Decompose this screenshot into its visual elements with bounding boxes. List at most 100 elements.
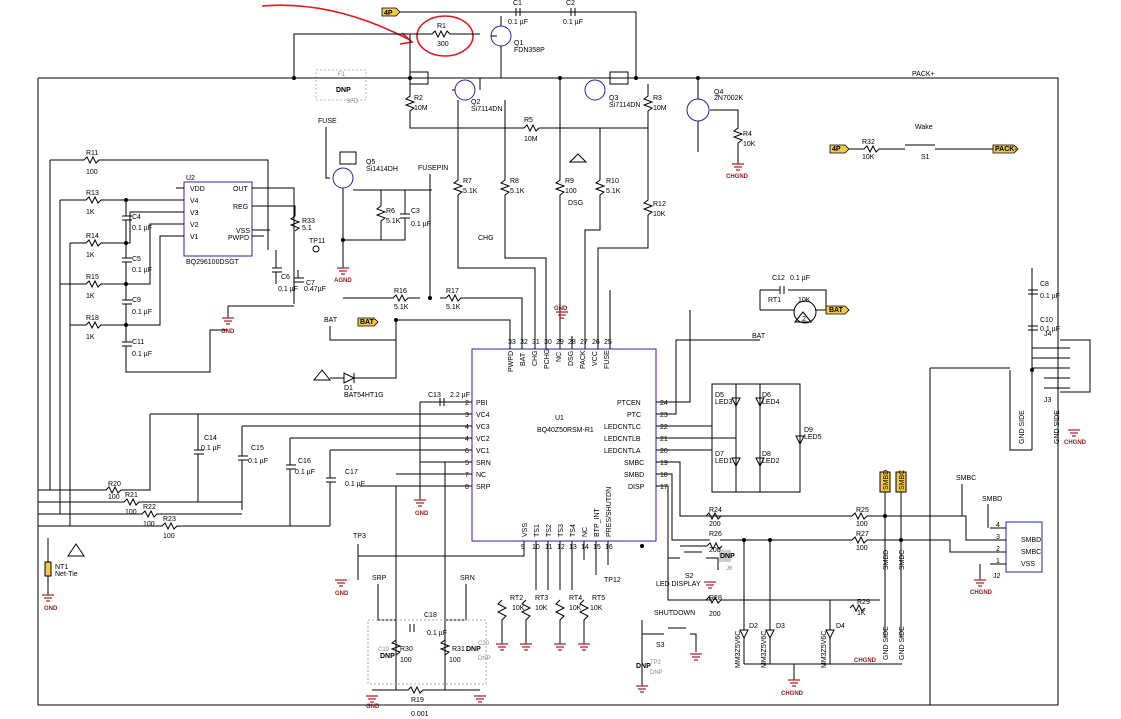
svg-text:FUSE: FUSE (604, 350, 611, 369)
svg-text:D9: D9 (804, 427, 813, 434)
capacitor-c16: C16 0.1 µF (286, 438, 315, 526)
svg-text:0.47µF: 0.47µF (304, 286, 326, 293)
svg-text:R16: R16 (394, 288, 407, 295)
svg-text:1K: 1K (86, 209, 95, 216)
svg-text:100: 100 (163, 533, 175, 540)
svg-text:LEDCNTLC: LEDCNTLC (604, 424, 641, 431)
led-matrix: D5 LED3 D6 LED4 D7 LED1 D8 LED2 D9 LED5 (711, 383, 822, 493)
svg-text:D3: D3 (776, 623, 785, 630)
resistor-r30: R30 100 DNP (380, 639, 413, 664)
svg-text:R14: R14 (86, 233, 99, 240)
svg-text:0.1 µF: 0.1 µF (248, 458, 268, 465)
svg-text:BAT54HT1G: BAT54HT1G (344, 392, 384, 399)
tvs-d4: D4 MM3Z5V6C (821, 600, 845, 668)
svg-text:CHGND: CHGND (1064, 440, 1087, 446)
capacitor-c6: C6 0.1 µF (272, 250, 298, 293)
svg-text:10K: 10K (743, 141, 756, 148)
svg-text:6: 6 (465, 448, 469, 455)
svg-text:BAT: BAT (324, 317, 338, 324)
svg-text:1K: 1K (86, 293, 95, 300)
svg-text:C5: C5 (132, 256, 141, 263)
resistor-r4: R4 10K (710, 109, 756, 164)
u1-right-pins: PTCEN PTC LEDCNTLC LEDCNTLB LEDCNTLA SMB… (604, 310, 800, 601)
svg-text:0.1 µF: 0.1 µF (295, 469, 315, 476)
svg-text:0.1 µF: 0.1 µF (132, 267, 152, 274)
svg-text:R20: R20 (108, 481, 121, 488)
svg-text:VDD: VDD (190, 186, 205, 193)
svg-text:MM3Z5V6C: MM3Z5V6C (821, 631, 828, 668)
srp-srn-network: SRP SRN C18 0.1 µF (367, 462, 487, 690)
svg-text:GND SIDE: GND SIDE (899, 626, 906, 660)
resistor-r15: R15 1K (60, 223, 176, 300)
svg-text:D5: D5 (715, 392, 724, 399)
svg-text:DNP: DNP (466, 646, 481, 653)
svg-text:VCC: VCC (592, 351, 599, 366)
svg-text:CHG: CHG (532, 350, 539, 366)
svg-text:5.1K: 5.1K (446, 304, 461, 311)
svg-text:GND SIDE: GND SIDE (1054, 410, 1061, 444)
svg-text:27: 27 (580, 339, 588, 346)
svg-text:18: 18 (660, 472, 668, 479)
svg-text:24: 24 (660, 400, 668, 407)
svg-text:PWPD: PWPD (228, 235, 249, 242)
svg-text:20: 20 (660, 448, 668, 455)
pack-plus-label: PACK+ (912, 71, 935, 78)
svg-text:S3: S3 (656, 642, 665, 649)
svg-text:R15: R15 (86, 274, 99, 281)
svg-text:SRP: SRP (372, 575, 387, 582)
svg-text:R6: R6 (386, 208, 395, 215)
svg-text:BAT: BAT (360, 319, 375, 326)
svg-text:5: 5 (465, 460, 469, 467)
svg-text:100: 100 (565, 188, 577, 195)
svg-text:0.1 µF: 0.1 µF (132, 351, 152, 358)
svg-text:32: 32 (520, 339, 528, 346)
svg-text:S2: S2 (685, 573, 694, 580)
svg-text:D4: D4 (836, 623, 845, 630)
u1-top-pins: PWPD BAT CHG PCHG NC DSG PACK VCC FUSE 3… (508, 290, 612, 372)
annotation-circle (416, 15, 474, 57)
svg-text:OUT: OUT (233, 186, 249, 193)
pack-plus-rail (37, 77, 1059, 706)
svg-text:Net-Tie: Net-Tie (55, 571, 78, 578)
svg-text:C17: C17 (345, 469, 358, 476)
resistor-r20: R20 100 (38, 414, 151, 501)
resistor-r10: R10 5.1K (584, 128, 621, 336)
ic-u1: U1 BQ40Z50RSM-R1 (471, 348, 657, 542)
svg-text:GND: GND (415, 511, 429, 517)
svg-text:D8: D8 (762, 451, 771, 458)
svg-text:RT4: RT4 (569, 595, 582, 602)
svg-text:15: 15 (593, 544, 601, 551)
svg-text:C4: C4 (132, 214, 141, 221)
shutdown-switch-s3: SHUTDOWN S3 DNP TP2 DNP (636, 610, 702, 693)
svg-text:D6: D6 (762, 392, 771, 399)
svg-text:10M: 10M (653, 105, 667, 112)
svg-text:4: 4 (996, 522, 1000, 529)
svg-text:VC4: VC4 (476, 412, 490, 419)
svg-text:R22: R22 (143, 504, 156, 511)
resistor-r21: R21 100 (38, 492, 242, 516)
svg-text:4: 4 (465, 436, 469, 443)
svg-text:33: 33 (508, 339, 516, 346)
svg-text:0.1 µF: 0.1 µF (278, 286, 298, 293)
svg-text:5.1K: 5.1K (394, 304, 409, 311)
svg-text:DNP: DNP (380, 653, 395, 660)
svg-text:R1: R1 (437, 23, 446, 30)
svg-text:21: 21 (660, 436, 668, 443)
svg-text:10K: 10K (590, 605, 603, 612)
svg-text:200: 200 (709, 547, 721, 554)
svg-text:31: 31 (532, 339, 540, 346)
svg-text:TS3: TS3 (558, 524, 565, 537)
svg-text:5.1: 5.1 (302, 225, 312, 232)
capacitor-c19: C19 (378, 647, 390, 653)
svg-text:300: 300 (437, 41, 449, 48)
svg-text:C6: C6 (281, 274, 290, 281)
svg-text:PBI: PBI (476, 400, 487, 407)
svg-text:BAT: BAT (520, 352, 527, 366)
svg-text:LED5: LED5 (804, 434, 822, 441)
svg-text:22: 22 (660, 424, 668, 431)
svg-text:0.1 µF: 0.1 µF (563, 19, 583, 26)
svg-text:C19: C19 (378, 647, 390, 653)
bat-net-left: BAT BAT (324, 317, 511, 341)
svg-text:R30: R30 (400, 646, 413, 653)
svg-text:LED3: LED3 (715, 399, 733, 406)
